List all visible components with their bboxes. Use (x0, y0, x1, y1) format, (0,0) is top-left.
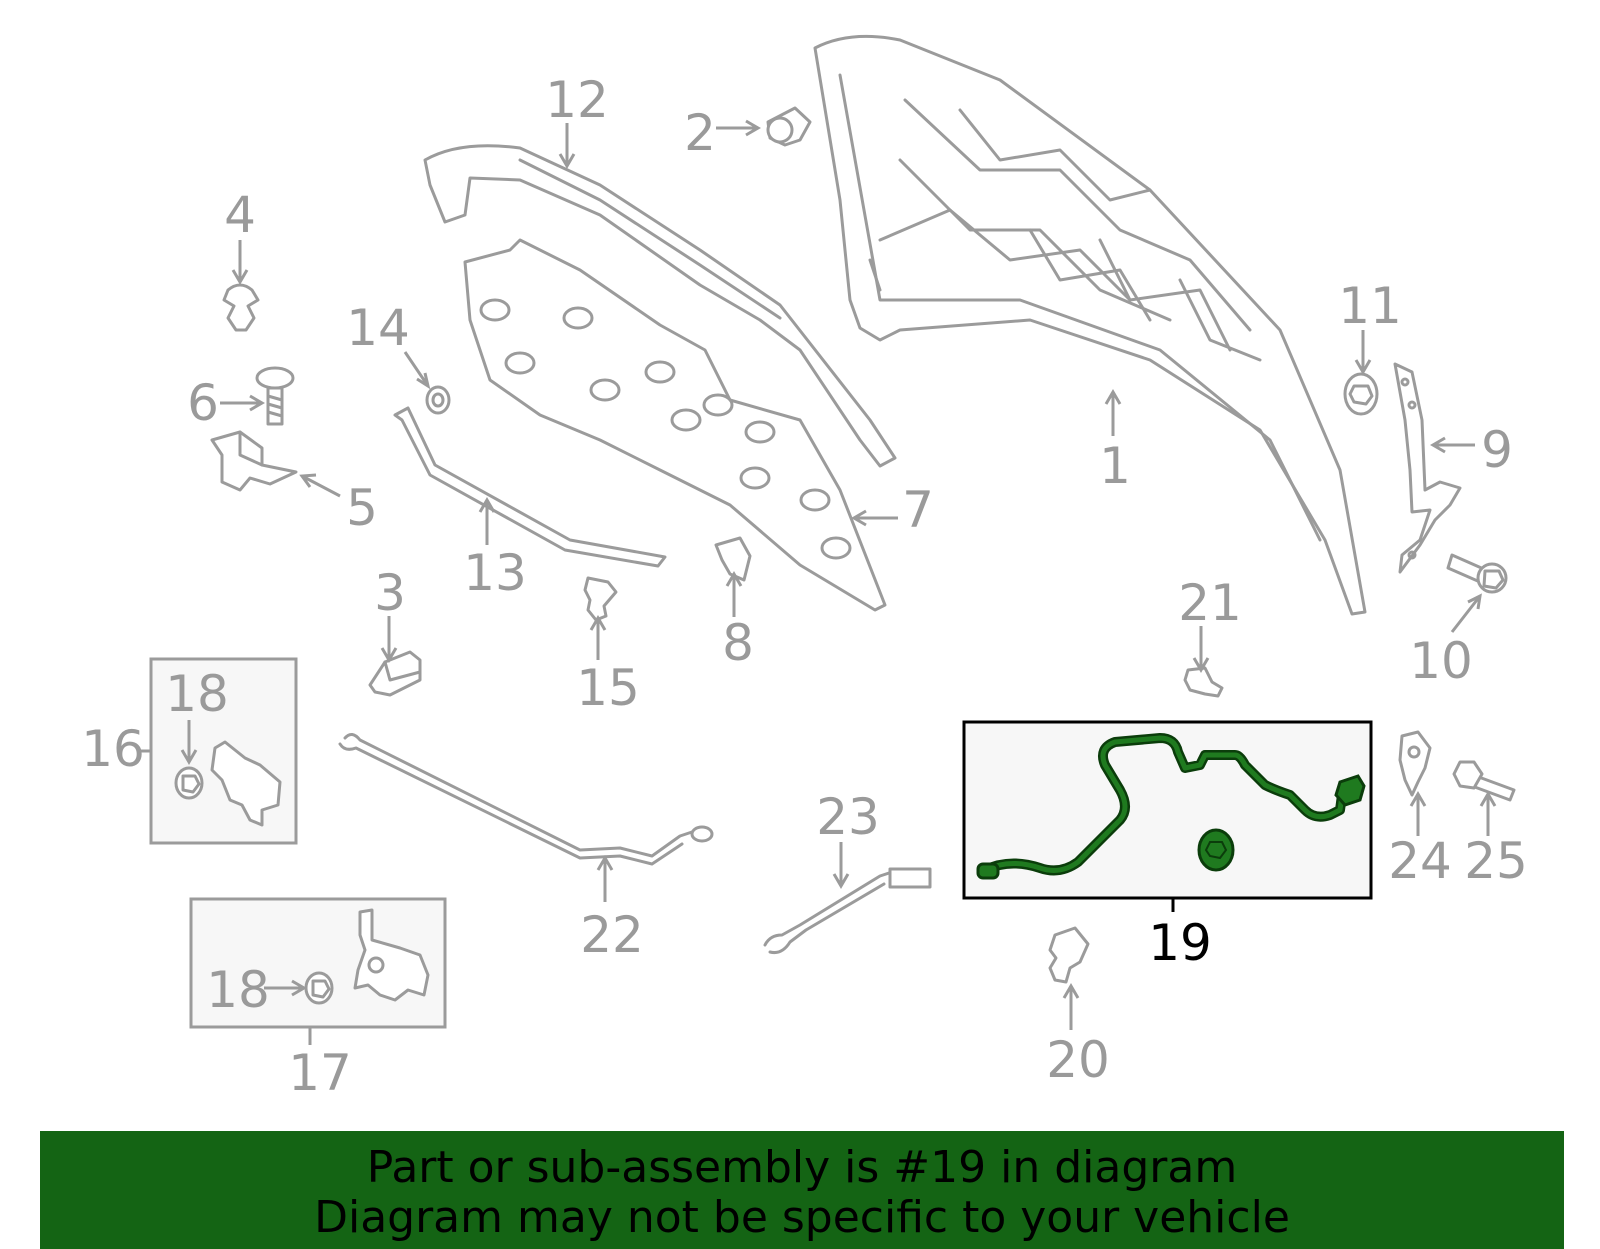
arrow-18b (264, 979, 307, 997)
part-12-seal[interactable] (423, 144, 897, 468)
part-25-bolt[interactable] (1452, 760, 1516, 802)
callout-17: 17 (288, 1044, 352, 1102)
part-10-bolt[interactable] (1446, 553, 1508, 594)
arrow-3 (380, 616, 398, 663)
part-3-bumper[interactable] (368, 650, 422, 697)
parts-diagram: 1 2 12 7 4 (81, 34, 1528, 1102)
callout-11: 11 (1338, 277, 1402, 335)
arrow-7 (851, 509, 898, 527)
arrow-23 (832, 842, 850, 889)
callout-20: 20 (1046, 1031, 1110, 1089)
arrow-24 (1409, 791, 1427, 836)
harness-grommet (1197, 828, 1235, 872)
arrow-21 (1192, 626, 1210, 673)
callout-10: 10 (1409, 632, 1473, 690)
part-11-nut[interactable] (1343, 372, 1379, 416)
part-9-hinge[interactable] (1393, 362, 1462, 574)
arrow-10 (1450, 593, 1482, 633)
part-22-cable[interactable] (338, 733, 714, 866)
part-1-hood[interactable] (813, 34, 1367, 616)
arrow-22 (596, 855, 614, 902)
arrow-12 (558, 123, 576, 169)
part-7-insulator[interactable] (463, 238, 887, 612)
callout-9: 9 (1481, 421, 1513, 479)
callout-22: 22 (580, 906, 644, 964)
callout-16: 16 (81, 720, 145, 778)
part-4-clip[interactable] (222, 283, 260, 332)
arrow-1 (1104, 389, 1122, 436)
callout-7: 7 (902, 481, 934, 539)
arrow-9 (1430, 436, 1475, 454)
callout-13: 13 (463, 544, 527, 602)
harness-connector-right (1334, 774, 1366, 807)
arrow-25 (1479, 791, 1497, 836)
callout-5: 5 (346, 479, 378, 537)
callout-19: 19 (1148, 914, 1212, 972)
callout-18a: 18 (165, 665, 229, 723)
arrow-2 (716, 119, 761, 137)
arrow-6 (220, 394, 265, 412)
part-19-wire-harness-box[interactable] (962, 720, 1373, 900)
part-16-latch-box[interactable] (149, 657, 298, 845)
part-info-banner: Part or sub-assembly is #19 in diagram D… (40, 1131, 1564, 1249)
part-6-bolt[interactable] (255, 366, 295, 426)
part-8-clip[interactable] (714, 536, 752, 582)
banner-line-2: Diagram may not be specific to your vehi… (314, 1192, 1290, 1243)
callout-15: 15 (576, 659, 640, 717)
arrow-20 (1062, 983, 1080, 1030)
part-14-washer[interactable] (425, 385, 451, 415)
callout-23: 23 (816, 788, 880, 846)
callout-18b: 18 (206, 961, 270, 1019)
arrow-15 (589, 615, 607, 660)
callout-21: 21 (1178, 574, 1242, 632)
callout-12: 12 (545, 71, 609, 129)
part-24-clip[interactable] (1398, 730, 1432, 797)
callout-2: 2 (684, 104, 716, 162)
callout-3: 3 (374, 564, 406, 622)
harness-connector-left (976, 862, 1000, 880)
arrow-11 (1354, 330, 1372, 375)
arrow-14 (403, 351, 431, 390)
callout-24: 24 (1388, 832, 1452, 890)
callout-14: 14 (346, 299, 410, 357)
part-23-cable[interactable] (763, 867, 932, 954)
callout-25: 25 (1464, 832, 1528, 890)
insulator-holes (479, 298, 852, 560)
callout-4: 4 (224, 186, 256, 244)
part-21-bumper[interactable] (1183, 666, 1224, 698)
callout-8: 8 (722, 614, 754, 672)
arrow-5 (299, 473, 341, 498)
part-15-clip[interactable] (583, 576, 618, 622)
part-2-bumper[interactable] (766, 106, 812, 147)
callout-1: 1 (1099, 437, 1131, 495)
arrow-18a (180, 720, 198, 765)
callout-6: 6 (187, 374, 219, 432)
part-20-clip[interactable] (1048, 926, 1090, 984)
part-17-latch-box[interactable] (189, 897, 447, 1029)
arrow-4 (231, 240, 249, 285)
part-5-bracket[interactable] (210, 430, 298, 492)
arrow-8 (725, 571, 743, 617)
banner-line-1: Part or sub-assembly is #19 in diagram (366, 1142, 1238, 1193)
part-13-prop-rod[interactable] (393, 406, 667, 568)
arrow-13 (478, 497, 496, 545)
